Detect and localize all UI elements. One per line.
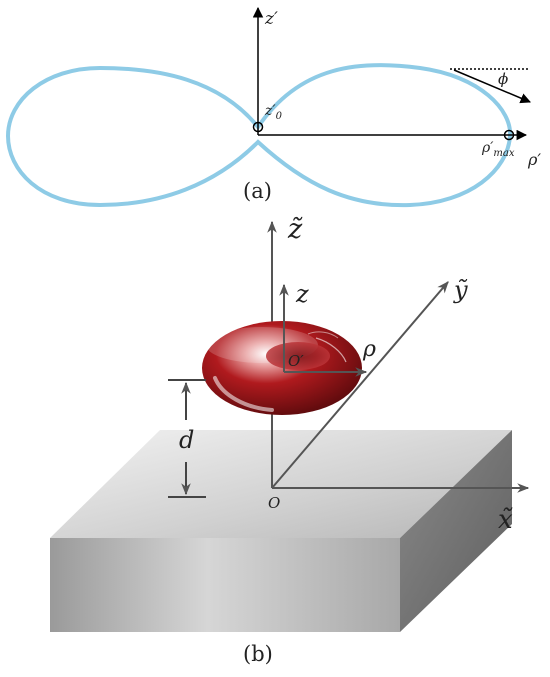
z0-prime-label: z′0 — [264, 103, 283, 122]
phi-tangent-arrow — [453, 69, 531, 104]
rho-max-marker — [503, 129, 515, 141]
cell-cross-section-curve — [5, 63, 513, 208]
d-label: d — [179, 426, 194, 454]
o-prime-label: O′ — [288, 352, 304, 370]
rho-prime-label: ρ′ — [527, 150, 541, 169]
rho-max-label: ρ′max — [481, 140, 515, 159]
z-prime-label: z′ — [264, 9, 278, 29]
slab-side-face — [400, 430, 512, 632]
panel-a: z′ z′0 ϕ ρ′max ρ′ (a) — [5, 6, 541, 208]
panel-a-caption: (a) — [243, 179, 272, 203]
o-label: O — [268, 494, 280, 512]
z-label: z — [295, 280, 309, 308]
red-blood-cell — [202, 321, 362, 415]
rho-label: ρ — [362, 337, 376, 362]
substrate-slab — [50, 430, 512, 632]
z0-marker — [252, 121, 264, 133]
z-tilde-label: z̃ — [287, 214, 303, 245]
panel-b: z̃ z ỹ ρ O′ d O x̃ (b) — [50, 214, 530, 666]
cell-sheen — [213, 376, 274, 412]
y-tilde-axis — [271, 281, 449, 489]
y-tilde-label: ỹ — [453, 276, 468, 304]
distance-d-marker — [168, 379, 206, 498]
slab-front-face — [50, 538, 400, 632]
slab-top-face — [50, 430, 512, 538]
phi-label: ϕ — [498, 70, 508, 88]
cell-dimple — [266, 342, 330, 370]
x-tilde-label: x̃ — [498, 505, 513, 535]
panel-b-caption: (b) — [243, 642, 273, 666]
